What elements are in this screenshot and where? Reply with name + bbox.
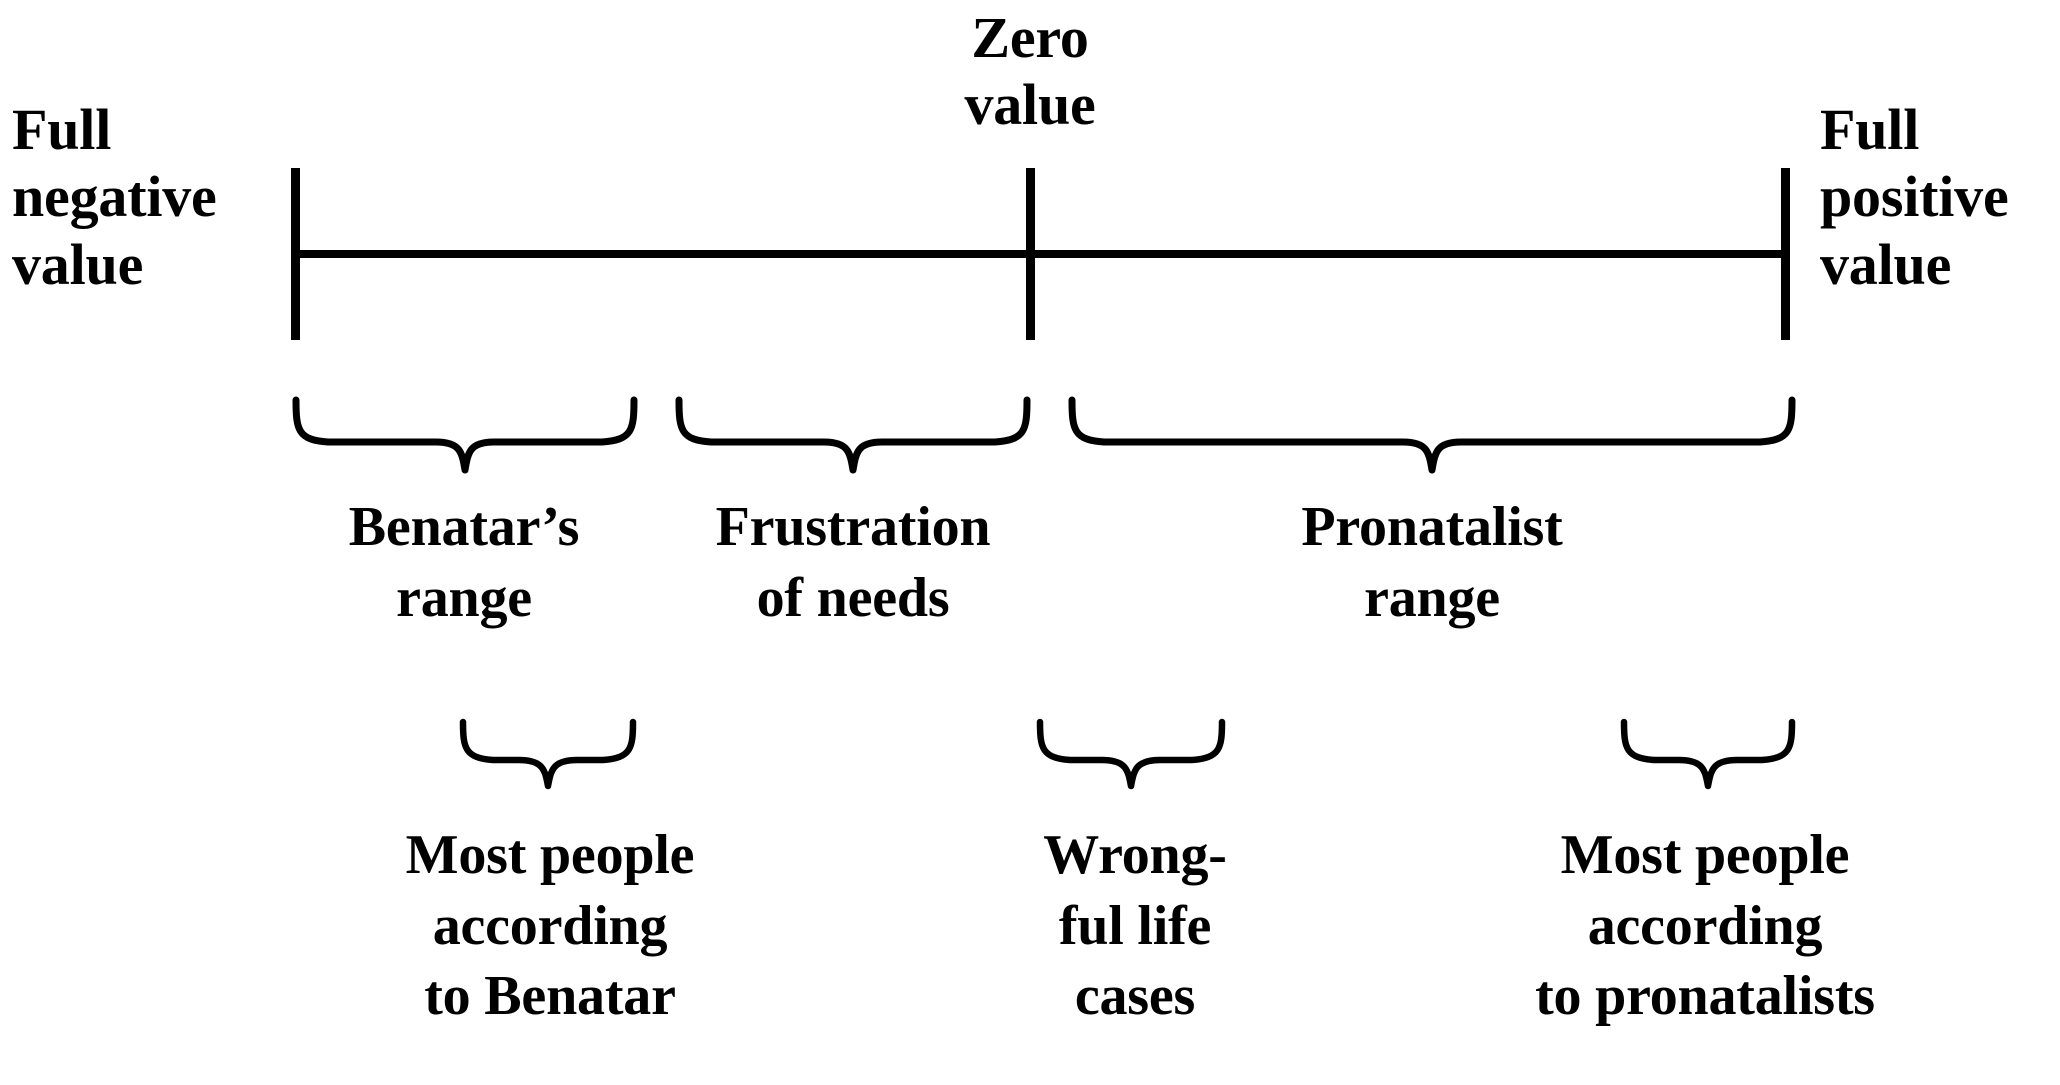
range-caption-frustration: Frustration of needs (715, 496, 991, 629)
axis-label-full-positive-value: Full positive value (1820, 97, 2009, 297)
value-axis-line (295, 250, 1787, 258)
brace-frustration-of-needs (675, 396, 1031, 474)
brace-most-people-benatar (459, 718, 639, 790)
axis-label-zero-value: Zero value (964, 5, 1096, 138)
brace-most-people-pronatalist (1620, 718, 1798, 790)
axis-label-full-negative-value: Full negative value (12, 97, 217, 297)
subgroup-caption-most-people-benatar: Most people according to Benatar (405, 824, 695, 1028)
subgroup-caption-most-people-pronatalist: Most people according to pronatalists (1535, 824, 1875, 1028)
range-caption-benatar: Benatar’s range (348, 496, 580, 629)
axis-tick-full-negative (291, 168, 300, 340)
brace-wrongful-life-cases (1036, 718, 1232, 790)
brace-pronatalist-range (1068, 396, 1796, 474)
subgroup-caption-wrongful-life: Wrong- ful life cases (1043, 824, 1227, 1028)
brace-benatar-range (292, 396, 638, 474)
range-caption-pronatalist: Pronatalist range (1301, 496, 1563, 629)
axis-tick-full-positive (1781, 168, 1790, 340)
axis-tick-zero (1026, 168, 1035, 340)
